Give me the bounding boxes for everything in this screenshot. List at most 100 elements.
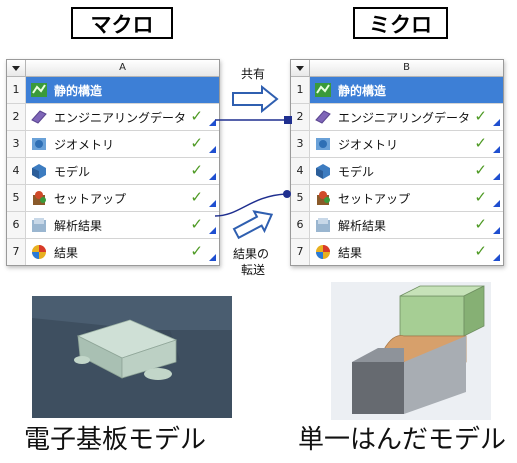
geometry-icon <box>314 135 332 153</box>
transfer-link-line <box>214 190 291 217</box>
row-cell[interactable]: ジオメトリ✓ <box>26 131 219 157</box>
row-number: 2 <box>7 104 26 130</box>
row-label: 結果 <box>54 245 79 260</box>
row-label: エンジニアリングデータ <box>338 110 471 125</box>
solder-model-caption: 単一はんだモデル <box>298 425 507 455</box>
row-label: モデル <box>338 164 375 179</box>
transfer-label-2: 転送 <box>241 263 266 277</box>
row-number: 7 <box>291 239 310 265</box>
row-cell[interactable]: エンジニアリングデータ✓ <box>310 104 503 130</box>
row-number: 3 <box>291 131 310 157</box>
share-label: 共有 <box>241 67 266 81</box>
corner-triangle-icon <box>209 254 216 261</box>
engineering-data-icon <box>314 108 332 126</box>
row-label: 解析結果 <box>54 218 103 233</box>
setup-icon <box>30 189 48 207</box>
system-row[interactable]: 1 静的構造 <box>7 77 219 104</box>
row-label: 静的構造 <box>54 83 103 98</box>
row-number: 3 <box>7 131 26 157</box>
static-structural-icon <box>314 81 332 99</box>
pcb-model-image <box>32 296 232 418</box>
check-icon: ✓ <box>474 134 487 152</box>
row-number: 6 <box>7 212 26 238</box>
share-arrow-icon <box>232 84 279 114</box>
corner-triangle-icon <box>493 254 500 261</box>
corner-triangle-icon <box>209 227 216 234</box>
row-cell[interactable]: ジオメトリ✓ <box>310 131 503 157</box>
row-label: 結果 <box>338 245 363 260</box>
model-icon <box>314 162 332 180</box>
row-number: 2 <box>291 104 310 130</box>
pcb-model-caption: 電子基板モデル <box>24 425 207 455</box>
row-cell[interactable]: セットアップ✓ <box>310 185 503 211</box>
row-cell[interactable]: 結果 ✓ <box>310 239 503 265</box>
check-icon: ✓ <box>190 161 203 179</box>
row-number: 6 <box>291 212 310 238</box>
row-cell[interactable]: モデル✓ <box>310 158 503 184</box>
transfer-label-1: 結果の <box>233 247 270 261</box>
system-row[interactable]: 6 解析結果 ✓ <box>7 212 219 239</box>
results-icon <box>30 243 48 261</box>
check-icon: ✓ <box>474 215 487 233</box>
share-link-line <box>215 116 292 124</box>
system-row[interactable]: 7 結果 ✓ <box>291 239 503 265</box>
row-label: セットアップ <box>54 191 127 206</box>
corner-triangle-icon <box>493 200 500 207</box>
row-label: モデル <box>54 164 91 179</box>
row-cell[interactable]: 解析結果✓ <box>310 212 503 238</box>
static-structural-icon <box>30 81 48 99</box>
solution-icon <box>314 216 332 234</box>
row-cell[interactable]: 結果 ✓ <box>26 239 219 265</box>
system-menu-arrow-icon[interactable] <box>291 60 310 76</box>
row-cell[interactable]: セットアップ ✓ <box>26 185 219 211</box>
corner-triangle-icon <box>493 173 500 180</box>
row-number: 5 <box>291 185 310 211</box>
column-header: B <box>403 62 410 73</box>
corner-triangle-icon <box>493 119 500 126</box>
corner-triangle-icon <box>493 227 500 234</box>
row-cell[interactable]: モデル ✓ <box>26 158 219 184</box>
corner-triangle-icon <box>209 173 216 180</box>
row-label: 静的構造 <box>338 83 387 98</box>
system-row[interactable]: 1 静的構造 <box>291 77 503 104</box>
row-cell[interactable]: 静的構造 <box>26 77 219 103</box>
engineering-data-icon <box>30 108 48 126</box>
check-icon: ✓ <box>474 242 487 260</box>
corner-triangle-icon <box>493 146 500 153</box>
row-cell[interactable]: 解析結果 ✓ <box>26 212 219 238</box>
row-label: ジオメトリ <box>54 137 115 152</box>
setup-icon <box>314 189 332 207</box>
check-icon: ✓ <box>190 188 203 206</box>
row-cell[interactable]: エンジニアリングデータ✓ <box>26 104 219 130</box>
macro-title: マクロ <box>71 7 173 39</box>
geometry-icon <box>30 135 48 153</box>
row-number: 4 <box>291 158 310 184</box>
row-number: 1 <box>291 77 310 103</box>
check-icon: ✓ <box>190 242 203 260</box>
corner-triangle-icon <box>209 119 216 126</box>
column-header: A <box>119 62 126 73</box>
system-menu-arrow-icon[interactable] <box>7 60 26 76</box>
row-cell[interactable]: 静的構造 <box>310 77 503 103</box>
check-icon: ✓ <box>190 215 203 233</box>
row-label: エンジニアリングデータ <box>54 110 187 125</box>
row-number: 1 <box>7 77 26 103</box>
corner-triangle-icon <box>209 200 216 207</box>
results-icon <box>314 243 332 261</box>
transfer-arrow-icon <box>232 210 274 240</box>
model-icon <box>30 162 48 180</box>
check-icon: ✓ <box>474 107 487 125</box>
